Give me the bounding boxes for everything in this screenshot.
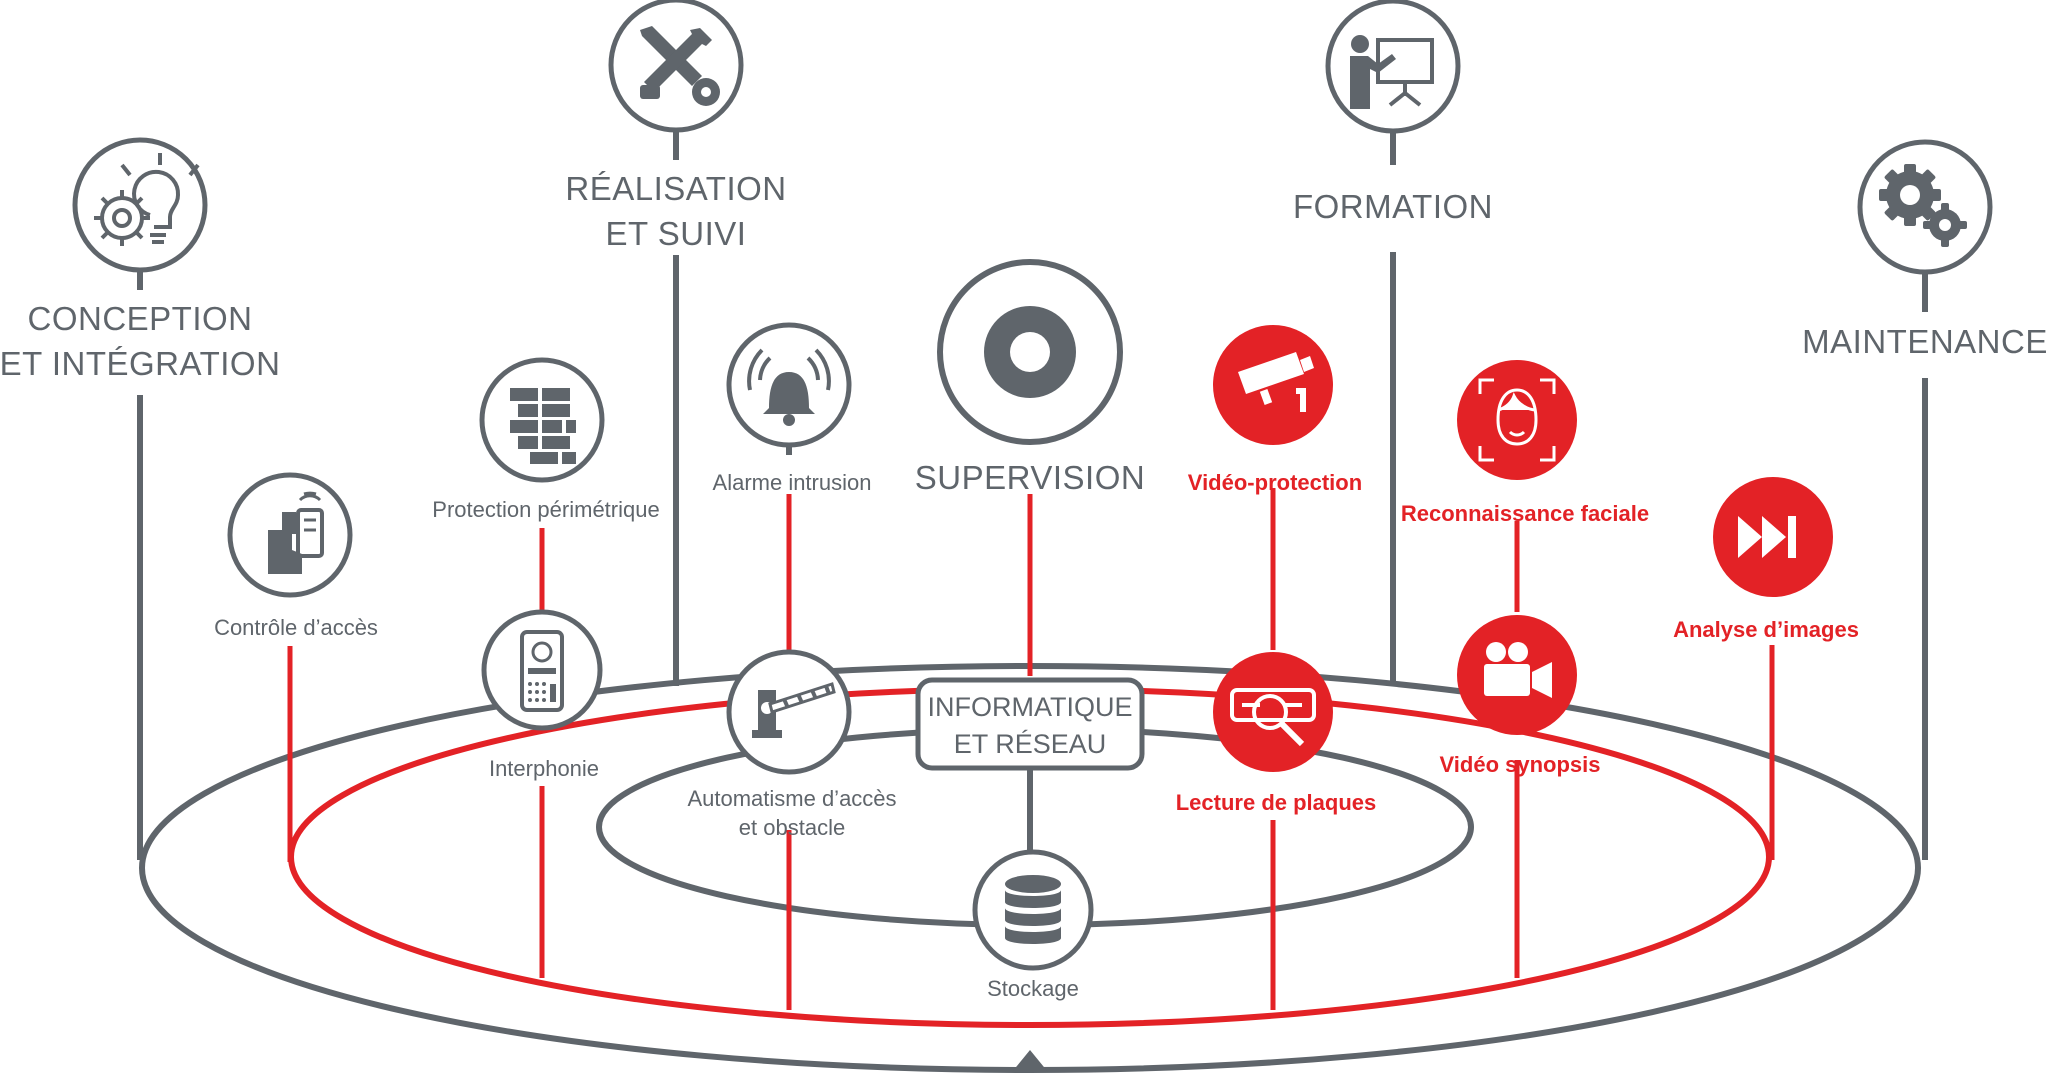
red-connectors	[287, 488, 1776, 1010]
network-label-2: ET RÉSEAU	[954, 729, 1107, 759]
plates-label: Lecture de plaques	[1176, 790, 1377, 815]
intercom-icon	[520, 630, 564, 712]
wrench-screwdriver-icon	[640, 26, 720, 106]
facial-node	[1457, 360, 1577, 480]
conception-label-1: CONCEPTION	[27, 300, 252, 337]
gears-lightbulb-icon	[94, 153, 200, 246]
perimeter-label: Protection périmétrique	[432, 497, 659, 522]
realisation-icon-circle	[608, 0, 744, 133]
gears-icon	[1879, 164, 1967, 247]
perimeter-node	[479, 357, 605, 483]
fast-forward-icon	[1738, 516, 1796, 558]
intrusion-label: Alarme intrusion	[713, 470, 872, 495]
video-protection-node	[1213, 325, 1333, 445]
badge-reader-icon	[268, 491, 324, 574]
barrier-label-2: et obstacle	[739, 815, 845, 840]
presenter-board-icon	[1350, 35, 1434, 109]
storage-node	[972, 849, 1094, 971]
cctv-camera-icon	[1238, 352, 1314, 412]
maintenance-label: MAINTENANCE	[1802, 323, 2048, 360]
maintenance-icon-circle	[1857, 139, 1993, 275]
barrier-gate-icon	[752, 682, 836, 738]
network-box: INFORMATIQUE ET RÉSEAU	[915, 677, 1145, 771]
alarm-bell-icon	[747, 348, 831, 426]
conception-label-2: ET INTÉGRATION	[0, 345, 280, 382]
intrusion-node	[726, 322, 852, 448]
brick-wall-icon	[510, 388, 576, 464]
video-camera-icon	[1484, 642, 1552, 698]
barrier-node	[726, 649, 852, 775]
realisation-label-1: RÉALISATION	[565, 170, 786, 207]
conception-icon-circle	[72, 137, 208, 273]
access-control-label: Contrôle d’accès	[214, 615, 378, 640]
formation-label: FORMATION	[1293, 188, 1493, 225]
database-icon	[1005, 875, 1061, 944]
realisation-label-2: ET SUIVI	[606, 215, 747, 252]
synopsis-node	[1457, 615, 1577, 735]
supervision-icon-circle	[937, 259, 1123, 445]
service-connectors	[137, 126, 1928, 860]
plate-search-icon	[1230, 688, 1316, 747]
network-label-1: INFORMATIQUE	[928, 692, 1133, 722]
image-analysis-node	[1713, 477, 1833, 597]
storage-label: Stockage	[987, 976, 1079, 1001]
facial-label: Reconnaissance faciale	[1401, 501, 1649, 526]
intercom-node	[481, 609, 603, 731]
video-protection-label: Vidéo-protection	[1188, 470, 1362, 495]
image-analysis-label: Analyse d’images	[1673, 617, 1859, 642]
intercom-label: Interphonie	[489, 756, 599, 781]
plates-node	[1213, 652, 1333, 772]
supervision-label: SUPERVISION	[915, 459, 1145, 496]
target-icon	[984, 306, 1076, 398]
ring-notch	[1012, 1050, 1048, 1072]
synopsis-label: Vidéo synopsis	[1440, 752, 1601, 777]
face-scan-icon	[1478, 378, 1556, 462]
formation-icon-circle	[1325, 0, 1461, 134]
barrier-label-1: Automatisme d’accès	[687, 786, 896, 811]
access-control-node	[227, 472, 353, 598]
